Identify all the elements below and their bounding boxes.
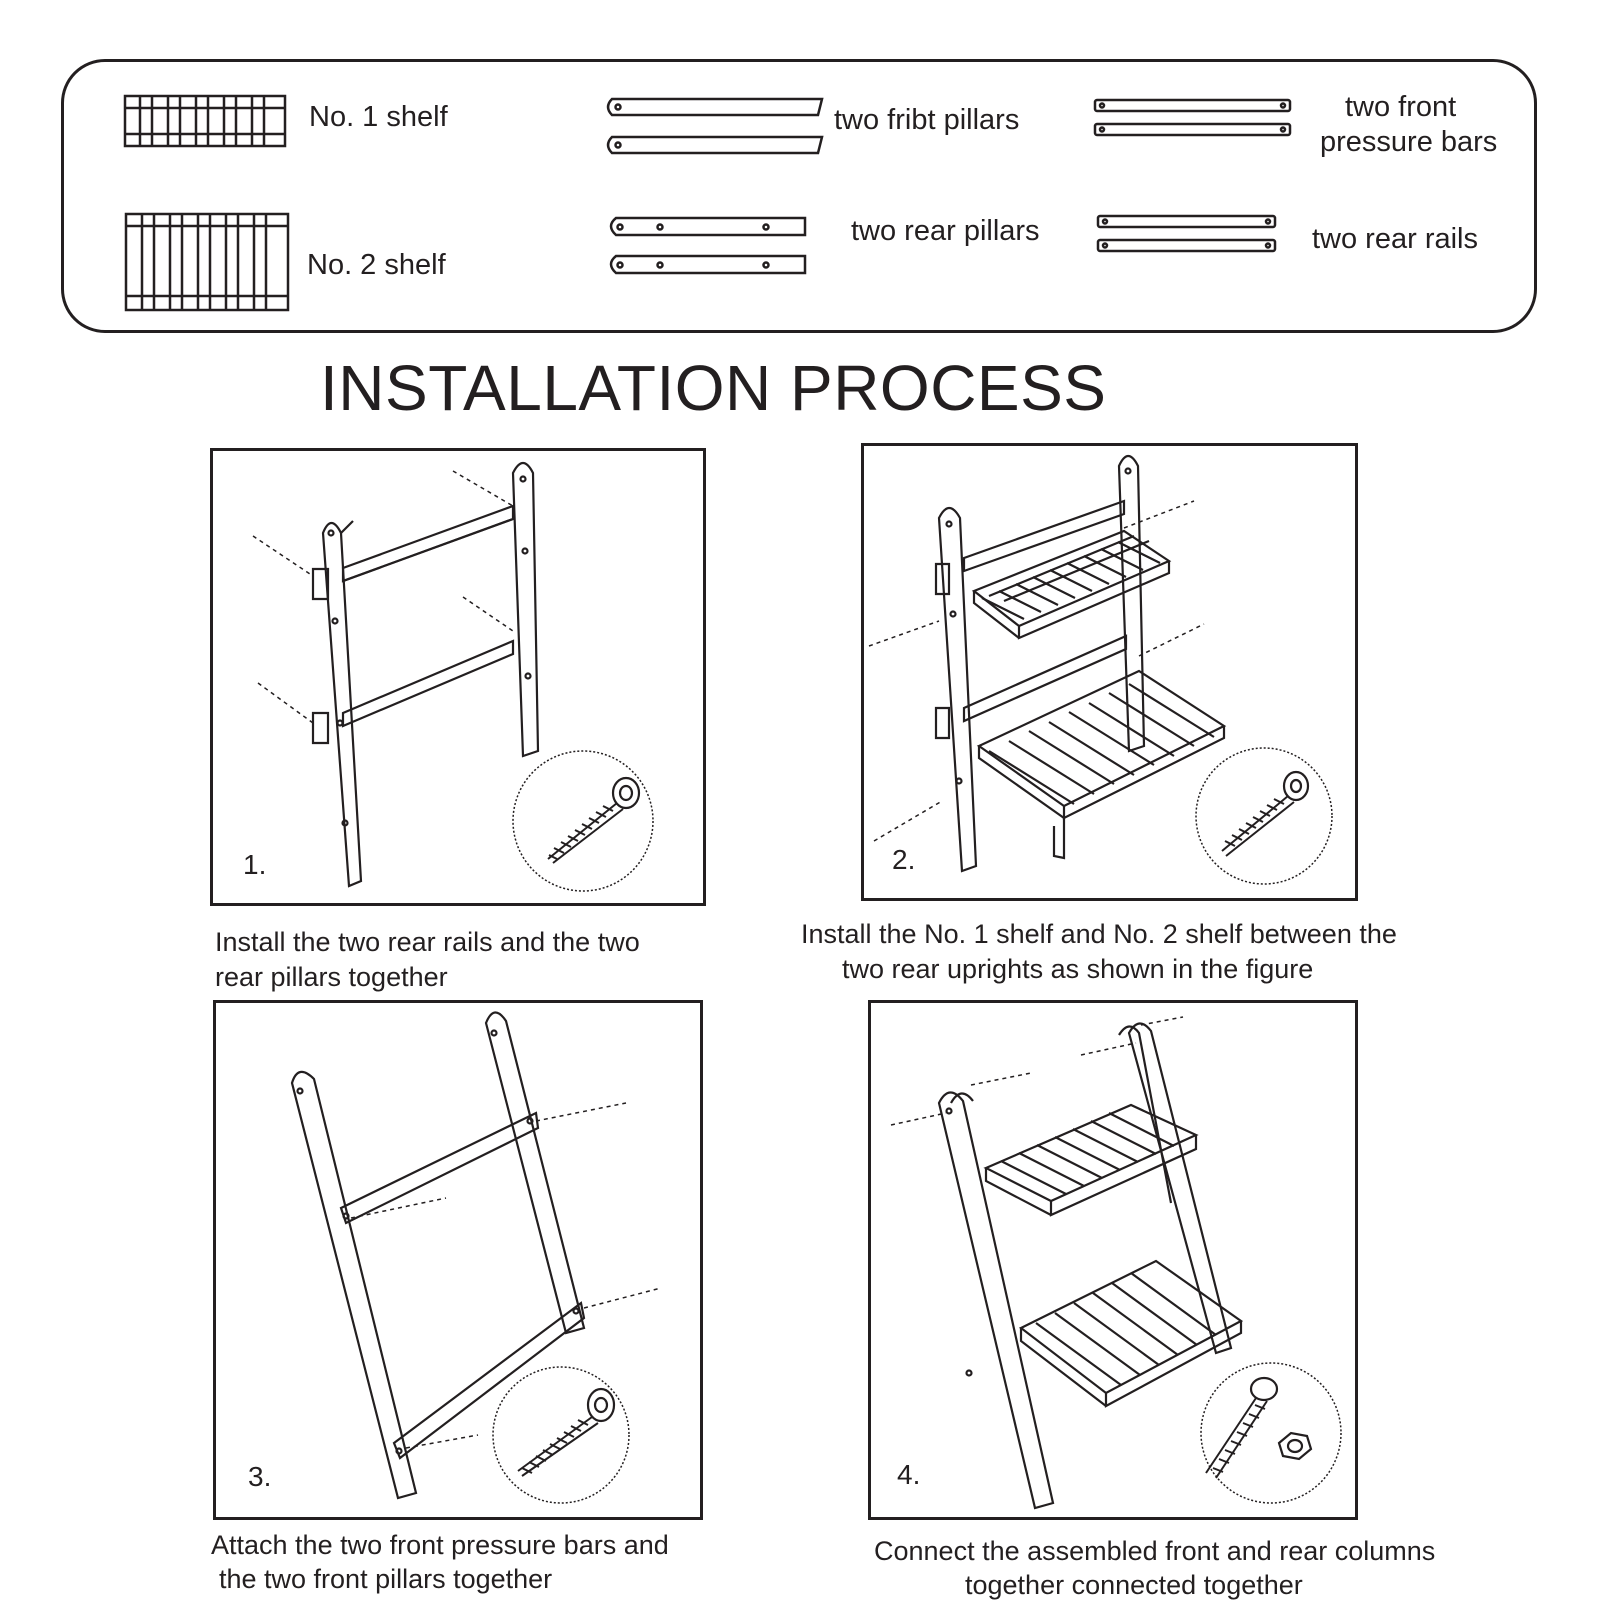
step-4-caption-line1: Connect the assembled front and rear col… <box>874 1536 1436 1566</box>
page-title: INSTALLATION PROCESS <box>320 352 1107 424</box>
step-1-caption-line2: rear pillars together <box>215 962 448 992</box>
step-4-number: 4. <box>897 1459 921 1490</box>
wood-screw-icon <box>512 750 654 892</box>
parts-list-box <box>61 59 1537 333</box>
rear-pillars-illustration <box>609 216 807 275</box>
step-1-panel: 1. <box>210 448 706 906</box>
step-3-panel: 3. <box>213 1000 703 1520</box>
front-pressure-bars-label-line2: pressure bars <box>1320 126 1498 158</box>
front-pillars-label: two fribt pillars <box>834 104 1020 136</box>
step-3-illustration <box>290 1011 662 1504</box>
shelf-1-drawing <box>983 1103 1199 1217</box>
shelf-2-illustration <box>124 212 290 312</box>
step-4-caption-line2: together connected together <box>965 1570 1303 1600</box>
step-4-illustration <box>890 1016 1342 1510</box>
step-3-caption-line2: the two front pillars together <box>219 1564 553 1594</box>
step-2-caption-line1: Install the No. 1 shelf and No. 2 shelf … <box>801 919 1397 949</box>
shelf-2-label: No. 2 shelf <box>307 249 446 281</box>
step-3-caption-line1: Attach the two front pressure bars and <box>211 1530 669 1560</box>
parts-drawings <box>123 94 1292 312</box>
wood-screw-icon <box>492 1366 630 1504</box>
front-pillars-illustration <box>606 97 824 155</box>
step-3-number: 3. <box>248 1461 272 1492</box>
rear-rails-illustration <box>1096 214 1277 253</box>
front-pressure-bars-illustration <box>1093 98 1292 137</box>
rear-pillars-label: two rear pillars <box>851 215 1040 247</box>
step-1-illustration <box>252 461 654 892</box>
front-pressure-bars-label-line1: two front <box>1345 91 1457 123</box>
step-2-panel: 2. <box>861 443 1358 901</box>
step-1-caption-line1: Install the two rear rails and the two <box>215 927 640 957</box>
step-4-panel: 4. <box>868 1000 1358 1520</box>
shelf-2-drawing <box>1018 1259 1244 1408</box>
step-2-caption-line2: two rear uprights as shown in the figure <box>842 954 1314 984</box>
wood-screw-icon <box>1195 747 1333 885</box>
step-2-illustration <box>868 454 1333 885</box>
shelf-1-label: No. 1 shelf <box>309 101 448 133</box>
shelf-1-illustration <box>123 94 287 148</box>
rear-rails-label: two rear rails <box>1312 223 1478 255</box>
shelf-2-drawing <box>976 669 1227 860</box>
shelf-1-drawing <box>971 529 1172 640</box>
step-2-number: 2. <box>892 844 916 875</box>
step-1-number: 1. <box>243 849 267 880</box>
bolt-and-nut-icon <box>1200 1362 1342 1504</box>
